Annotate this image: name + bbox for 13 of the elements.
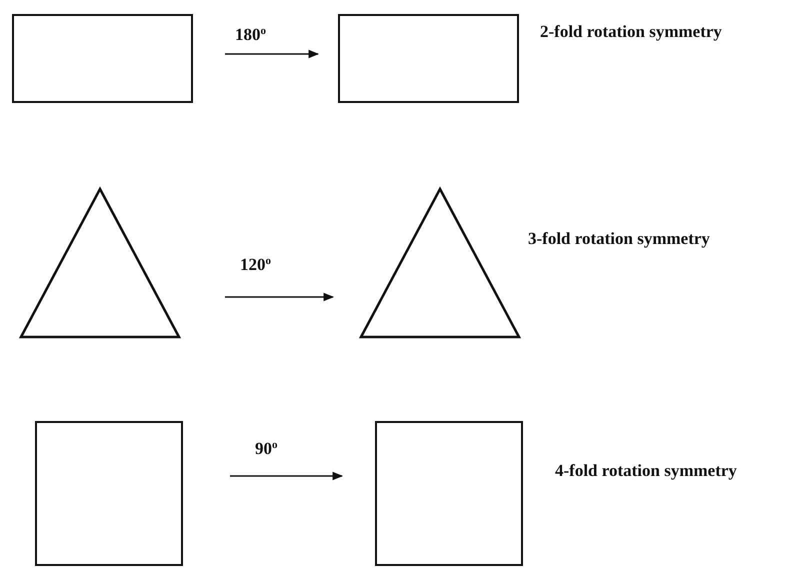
symmetry-label: 4-fold rotation symmetry [555, 461, 737, 481]
symmetry-label: 3-fold rotation symmetry [528, 229, 710, 249]
arrow [230, 472, 344, 480]
arrow [225, 50, 320, 58]
rectangle-shape [12, 14, 193, 103]
edge-label: 120$^{o}$ [240, 256, 271, 273]
square-shape [35, 421, 183, 566]
edge-label: 90$^{o}$ [255, 440, 278, 457]
symmetry-label: 2-fold rotation symmetry [540, 22, 722, 42]
edge-label: 180$^{o}$ [235, 26, 266, 43]
arrow [225, 292, 334, 302]
rectangle-shape [338, 14, 519, 103]
square-shape [375, 421, 523, 566]
